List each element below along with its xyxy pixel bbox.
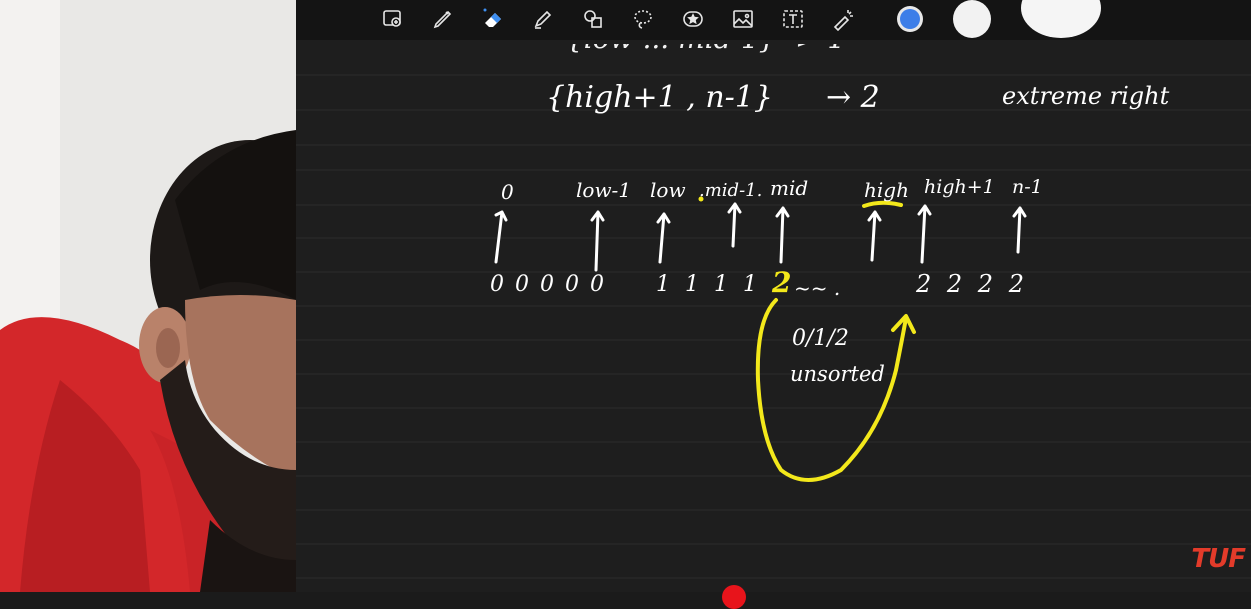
lasso-icon[interactable] bbox=[628, 5, 658, 33]
arrow-mid-minus-1 bbox=[727, 202, 742, 248]
text-box-icon[interactable] bbox=[778, 5, 808, 33]
mid-value: 2 bbox=[772, 266, 792, 299]
image-insert-icon[interactable] bbox=[378, 5, 408, 33]
pen-icon[interactable] bbox=[428, 5, 458, 33]
arrow-index-0 bbox=[494, 210, 508, 264]
unsorted-values: 0/1/2 bbox=[792, 326, 849, 351]
index-label-low: low bbox=[650, 178, 686, 202]
index-label-low-minus-1: low-1 bbox=[576, 178, 632, 202]
high-underline bbox=[862, 200, 903, 208]
zeros-segment: 0 0 0 0 0 bbox=[490, 272, 606, 297]
recording-dot bbox=[722, 585, 746, 609]
unsorted-label: unsorted bbox=[790, 362, 885, 386]
whiteboard-canvas[interactable]: {low ... mid-1} -> 1 {high+1 , n-1} → 2 … bbox=[296, 0, 1251, 592]
eraser-icon[interactable] bbox=[478, 5, 508, 33]
shapes-icon[interactable] bbox=[578, 5, 608, 33]
webcam-overlay bbox=[0, 0, 296, 592]
index-label-high-plus-1: high+1 bbox=[924, 176, 995, 198]
unsorted-loop-arrow bbox=[755, 298, 908, 482]
arrow-n-minus-1 bbox=[1012, 206, 1027, 254]
twos-segment: 2 2 2 2 bbox=[916, 270, 1028, 298]
ink-layer bbox=[494, 196, 1027, 482]
index-label-mid: mid bbox=[770, 176, 809, 200]
right-range-bracket: {high+1 , n-1} bbox=[546, 80, 773, 115]
ones-segment: 1 1 1 1 bbox=[656, 272, 761, 297]
stickers-icon[interactable] bbox=[678, 5, 708, 33]
blue-color-fill bbox=[900, 9, 920, 29]
right-range-value: → 2 bbox=[826, 80, 880, 115]
index-label-n-minus-1: n-1 bbox=[1012, 176, 1043, 198]
line1-partial-text: {low ... mid-1} -> 1 bbox=[566, 44, 845, 55]
index-label-mid-minus-1: .mid-1. bbox=[699, 180, 763, 201]
arrow-low-minus-1 bbox=[590, 210, 605, 272]
mid-trail: ~~ . bbox=[794, 276, 841, 300]
extreme-right-label: extreme right bbox=[1002, 82, 1170, 110]
index-label-high: high bbox=[864, 178, 909, 202]
arrow-mid bbox=[775, 206, 790, 264]
laser-pointer-icon[interactable] bbox=[828, 5, 858, 33]
mid-minus-1-dot bbox=[698, 196, 704, 202]
presenter-video bbox=[0, 0, 296, 592]
index-label-0: 0 bbox=[501, 180, 514, 204]
loop-arrowhead bbox=[891, 314, 916, 334]
highlighter-icon[interactable] bbox=[528, 5, 558, 33]
ruled-lines bbox=[296, 74, 1251, 579]
arrow-high bbox=[867, 210, 882, 262]
selected-color-swatch[interactable] bbox=[897, 6, 923, 32]
white-color-swatch[interactable] bbox=[953, 0, 991, 38]
arrow-low bbox=[656, 212, 671, 264]
image-icon[interactable] bbox=[728, 5, 758, 33]
tuf-logo: TUF bbox=[1191, 544, 1246, 574]
arrow-high-plus-1 bbox=[917, 204, 932, 264]
drawing-toolbar bbox=[296, 0, 1251, 40]
